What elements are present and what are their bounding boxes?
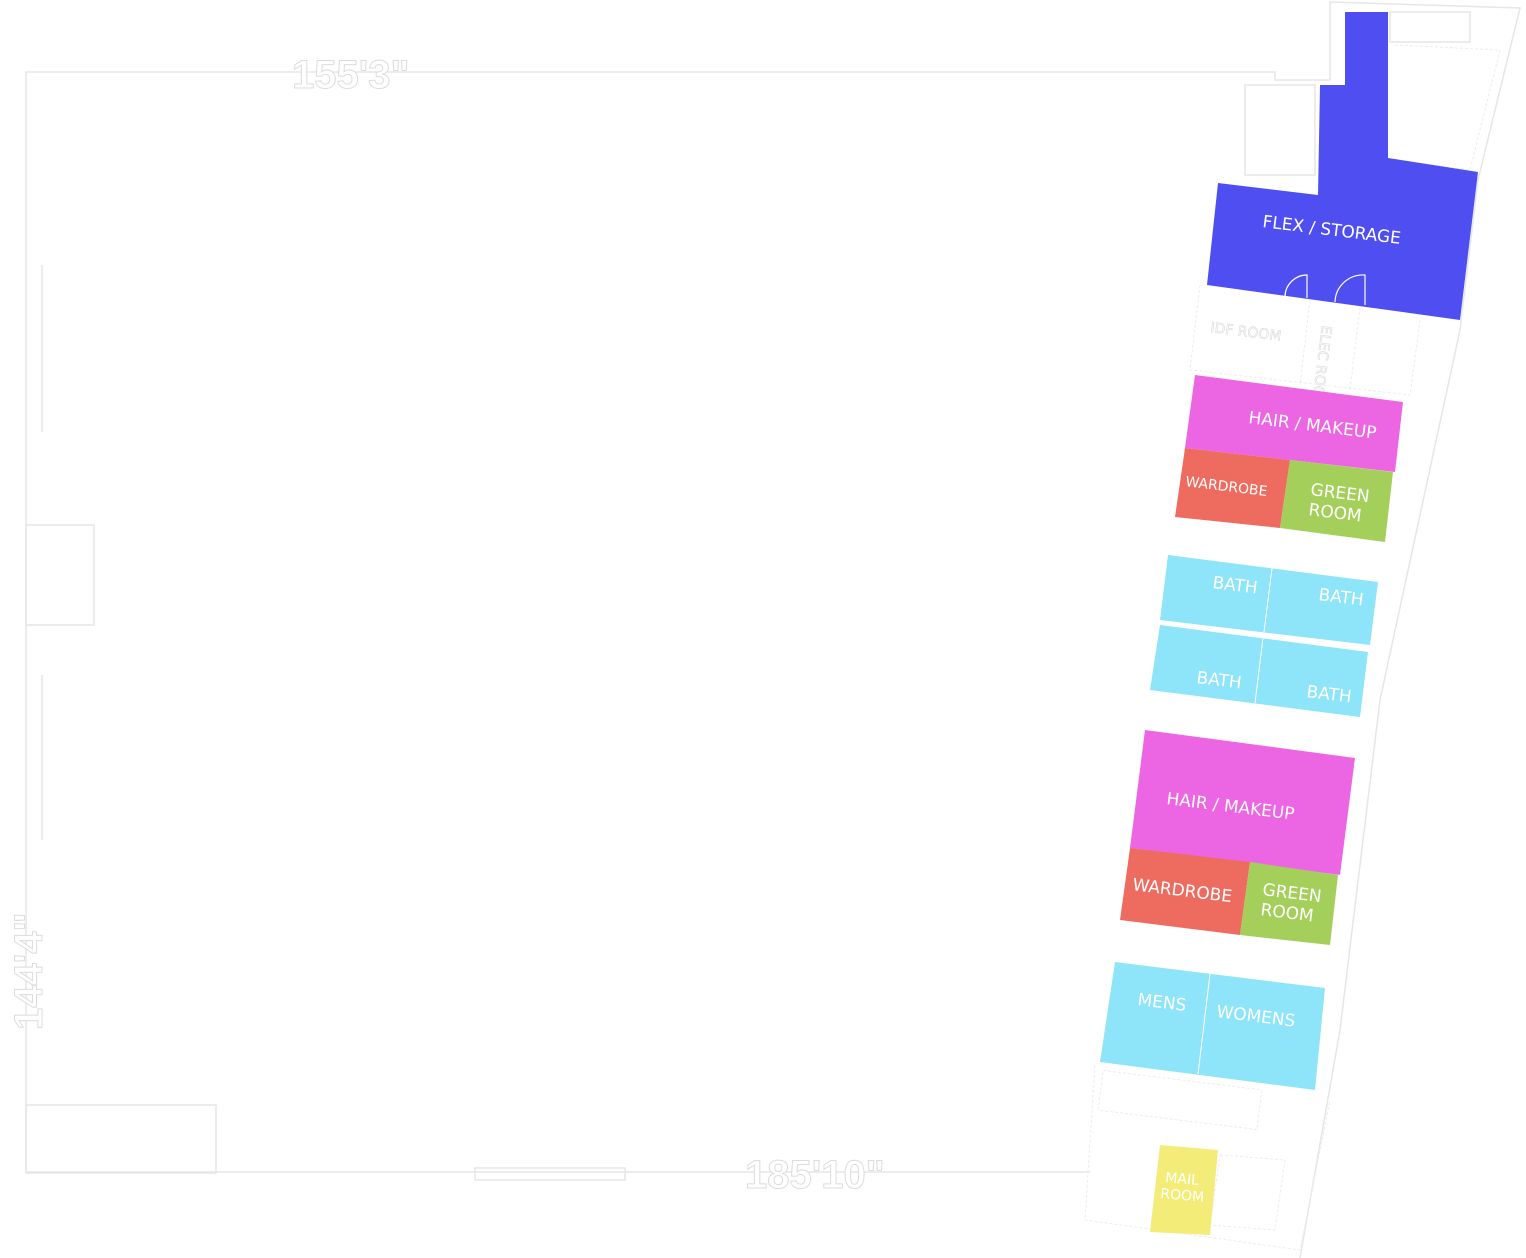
dimension-top: 155'3" xyxy=(292,53,409,97)
door-icon xyxy=(1334,274,1366,305)
room-green-room-2 xyxy=(1240,862,1338,945)
label-idf-room: IDF ROOM xyxy=(1210,320,1283,345)
room-flex-storage xyxy=(1207,12,1478,320)
room-mail xyxy=(1150,1145,1218,1235)
label-mail-room-line2: ROOM xyxy=(1160,1186,1205,1206)
dimension-left: 144'4" xyxy=(7,913,51,1030)
room-wardrobe-1 xyxy=(1175,448,1290,528)
room-hair-makeup-2 xyxy=(1130,730,1355,875)
room-wardrobe-2 xyxy=(1120,848,1250,935)
dimension-bottom: 185'10" xyxy=(745,1153,885,1197)
room-bath-block-1 xyxy=(1160,555,1378,645)
room-green-room-1 xyxy=(1280,460,1393,542)
room-hair-makeup-1 xyxy=(1185,375,1403,472)
label-mail-room-line1: MAIL xyxy=(1165,1170,1200,1189)
room-restrooms xyxy=(1100,962,1325,1090)
outer-walls xyxy=(25,1,1521,1258)
door-icon xyxy=(1284,274,1308,298)
